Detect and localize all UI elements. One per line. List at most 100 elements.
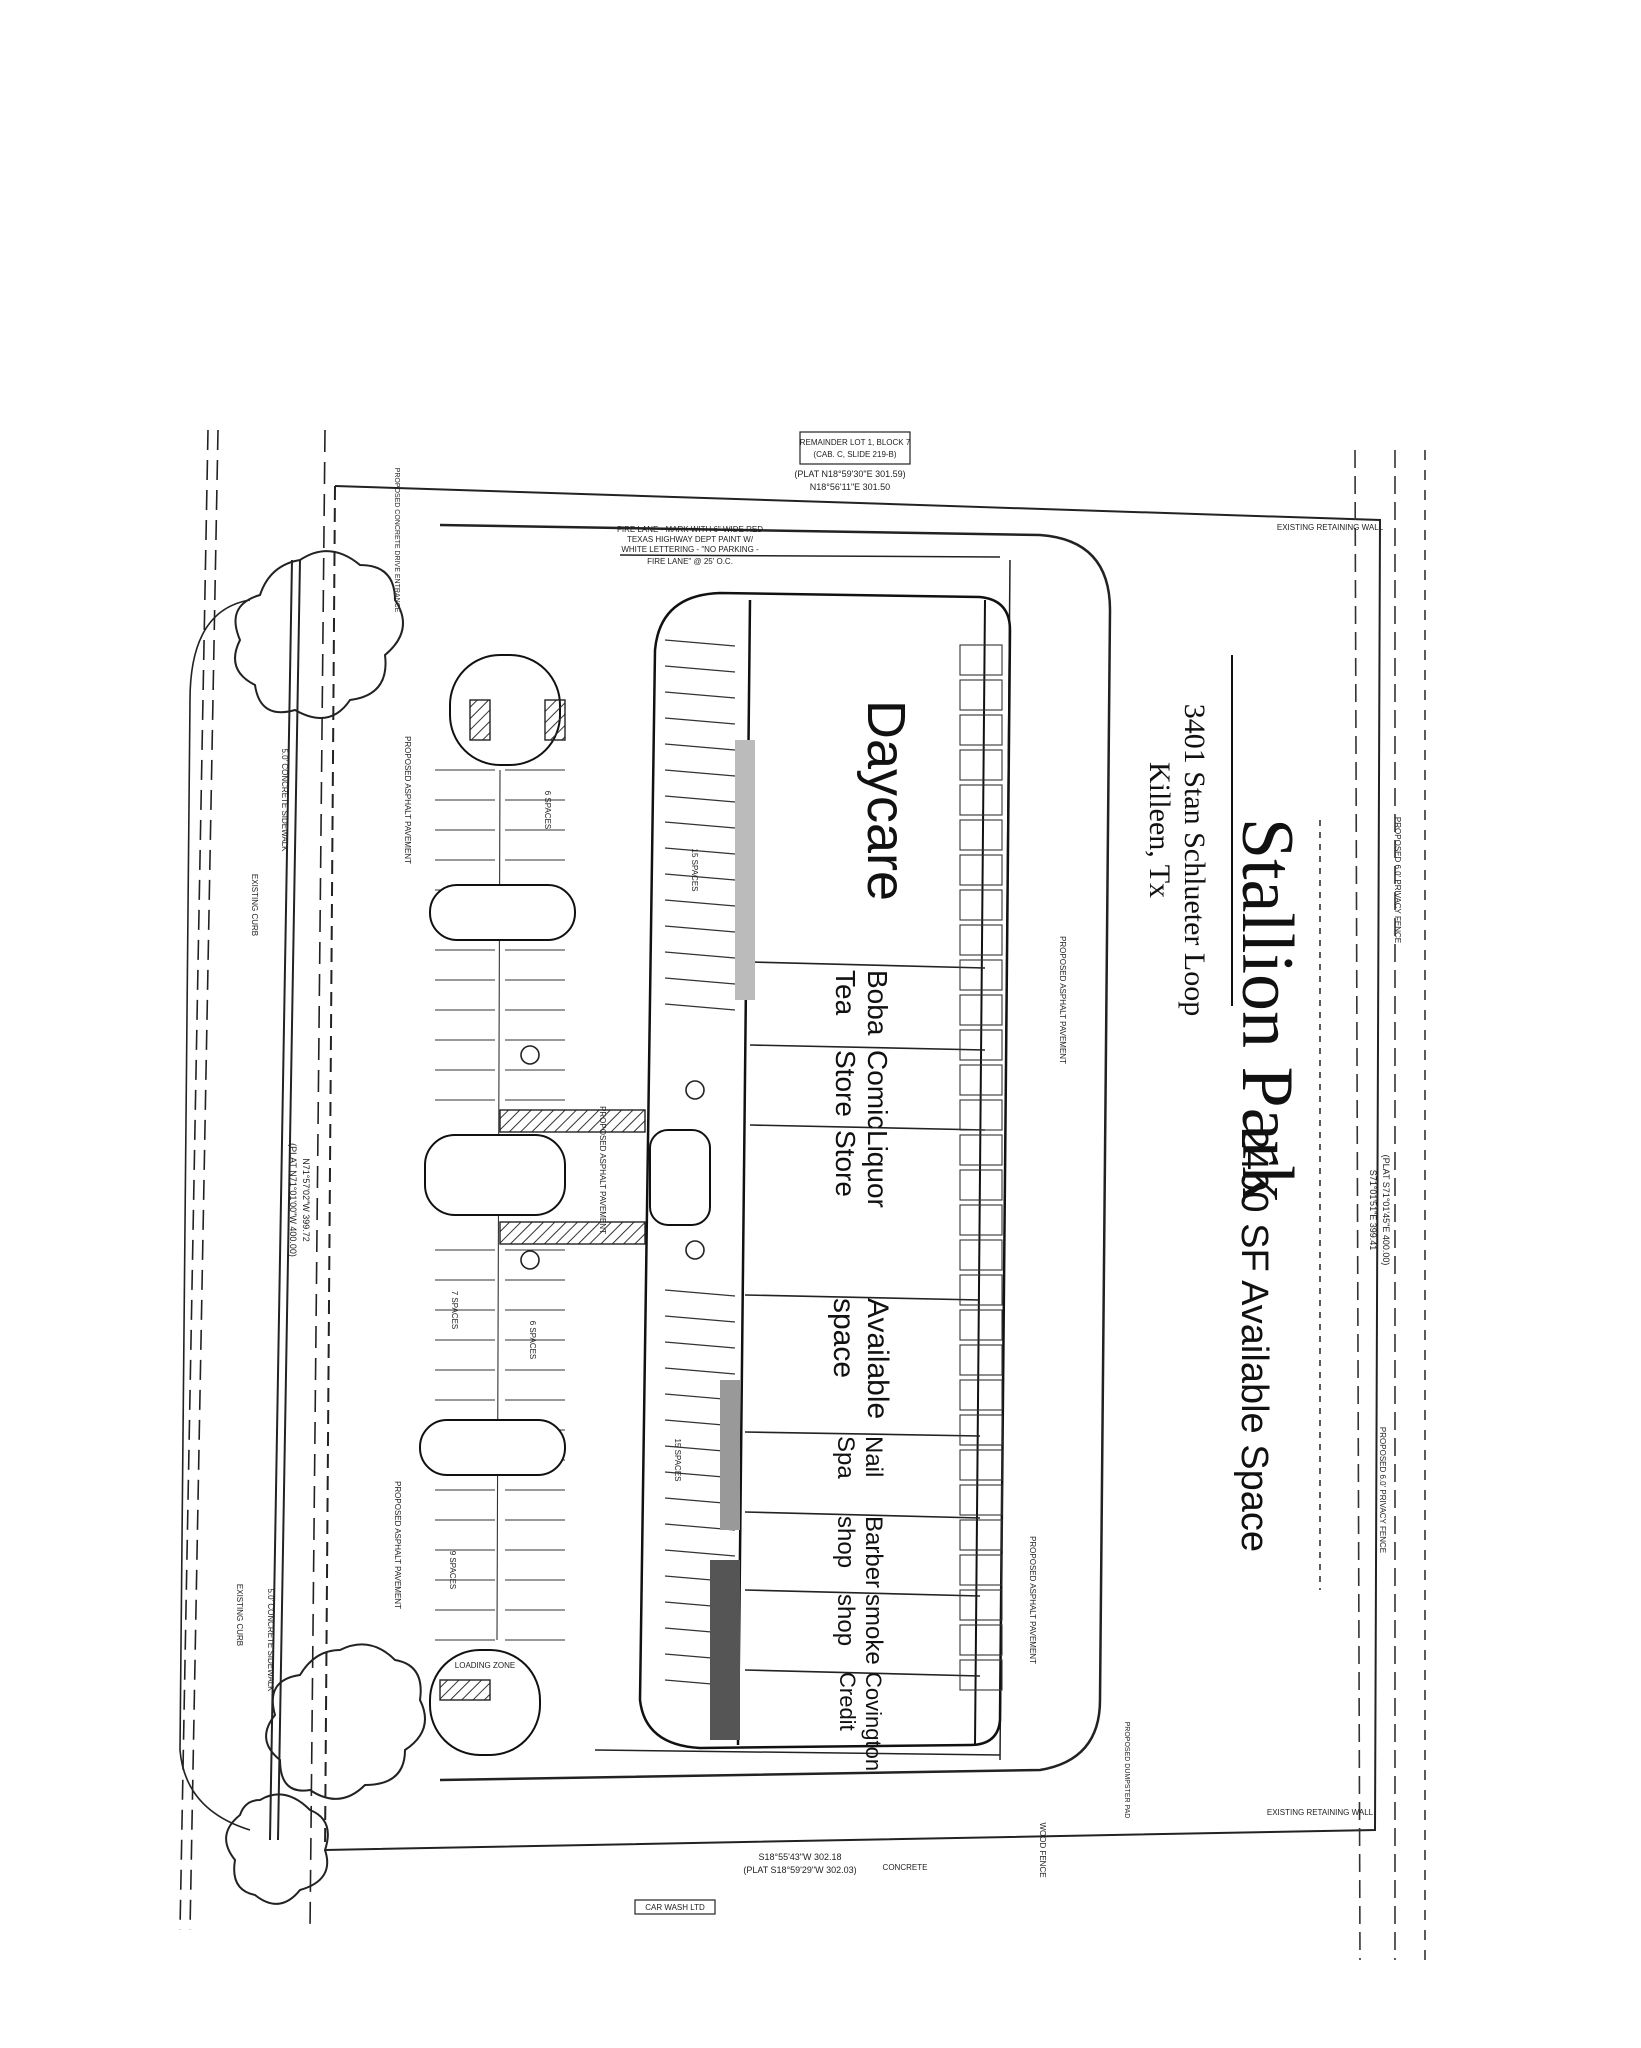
tenant-label-covington: Covington (861, 1672, 886, 1771)
plan-annotations: FIRE LANE - MARK WITH 6" WIDE RED TEXAS … (235, 431, 1402, 1915)
street-lines (179, 429, 326, 1931)
asphalt-label-2: PROPOSED ASPHALT PAVEMENT (393, 1481, 402, 1609)
plat-top-1: (PLAT N18°59'30"E 301.59) (794, 469, 905, 479)
rear-parking-stalls (959, 644, 1003, 1691)
rear-stall (959, 714, 1003, 746)
plat-left-2: (PLAT N71°01'00"W 400.00) (288, 1143, 298, 1257)
title-block: Stallion Park 3401 Stan Schlueter Loop K… (1143, 655, 1308, 1202)
parking-stall-line (664, 639, 736, 647)
tenant-label-available: Available (861, 1298, 894, 1419)
tenant-label-boba: Boba (862, 970, 893, 1036)
rear-stall (959, 1379, 1003, 1411)
car-wash-label: CAR WASH LTD (645, 1903, 705, 1912)
header-box-2: (CAB. C, SLIDE 219-B) (813, 450, 896, 459)
drive-label: PROPOSED CONCRETE DRIVE ENTRANCE (393, 468, 400, 613)
spaces-15-label: 15 SPACES (690, 849, 699, 892)
accessible-parking-symbols (520, 1045, 705, 1270)
asphalt-label-5: PROPOSED ASPHALT PAVEMENT (598, 1106, 607, 1234)
header-box (799, 431, 911, 465)
title-name: Stallion Park (1226, 818, 1308, 1202)
tenant-label-available: space (827, 1298, 860, 1378)
fire-lane-note-4: FIRE LANE" @ 25' O.C. (647, 557, 733, 566)
rear-stall (959, 644, 1003, 676)
front-parking-stalls (664, 639, 736, 1687)
tenant-label-smoke: smoke (860, 1594, 887, 1665)
asphalt-label-1: PROPOSED ASPHALT PAVEMENT (403, 736, 412, 864)
parking-stall-line (664, 1549, 736, 1557)
rear-stall (959, 1484, 1003, 1516)
rear-stall (959, 1029, 1003, 1061)
parking-stall-line (664, 899, 736, 907)
tenant-label-nail: Nail (860, 1436, 887, 1477)
fire-lane-note-1: FIRE LANE - MARK WITH 6" WIDE RED (617, 525, 763, 534)
plat-right-2: S71°01'51"E 399.41 (1368, 1170, 1378, 1251)
rear-stall (959, 1554, 1003, 1586)
rear-stall (959, 1344, 1003, 1376)
building-rear-wall (974, 599, 986, 1746)
privacy-fence-1: PROPOSED 6.0' PRIVACY FENCE (1393, 817, 1402, 943)
rear-stall (959, 889, 1003, 921)
parking-stall-line (664, 847, 736, 855)
rear-stall (959, 1414, 1003, 1446)
rear-stall (959, 1309, 1003, 1341)
plat-left-1: N71°57'02"W 399.72 (301, 1158, 311, 1242)
rear-stall (959, 1239, 1003, 1271)
tenant-label-comic: Comic (862, 1050, 893, 1129)
spaces-7-label: 7 SPACES (450, 1291, 459, 1330)
title-address: 3401 Stan Schlueter Loop (1178, 704, 1211, 1016)
plat-top-2: N18°56'11"E 301.50 (810, 482, 890, 492)
dumpster-label: PROPOSED DUMPSTER PAD (1123, 1722, 1130, 1819)
property-boundary (324, 485, 1382, 1851)
fire-lane-line-top (619, 554, 1001, 558)
existing-curb-top: EXISTING CURB (250, 874, 259, 936)
rear-stall (959, 1169, 1003, 1201)
tenant-label-barber: shop (832, 1516, 859, 1568)
spaces-6b-label: 6 SPACES (528, 1321, 537, 1360)
loading-zone-label: LOADING ZONE (455, 1661, 515, 1670)
outer-drive-curb (439, 523, 1112, 1782)
rear-stall (959, 1204, 1003, 1236)
crosswalks (439, 699, 646, 1701)
tenant-label-boba: Tea (830, 970, 861, 1016)
parking-stall-line (664, 1003, 736, 1011)
rear-stall (959, 924, 1003, 956)
tenant-label-liquor: Liquor (862, 1130, 893, 1208)
unit-dividers (744, 961, 986, 1677)
rear-stall (959, 1064, 1003, 1096)
rear-stall (959, 994, 1003, 1026)
asphalt-label-3: PROPOSED ASPHALT PAVEMENT (1058, 936, 1067, 1064)
rear-stall (959, 1099, 1003, 1131)
parking-stall-line (664, 743, 736, 751)
rear-stall (959, 1589, 1003, 1621)
parking-stall-line (664, 1315, 736, 1323)
availability-notice: 2400 SF Available Space (1233, 1128, 1275, 1552)
tenant-label-liquor: Store (830, 1130, 861, 1197)
rear-stall (959, 749, 1003, 781)
sidewalk-label-top: 5.0' CONCRETE SIDEWALK (280, 748, 289, 852)
rear-stall (959, 959, 1003, 991)
parking-islands (419, 654, 711, 1756)
plat-right-1: (PLAT S71°01'45"E 400.00) (1381, 1155, 1391, 1266)
trees (225, 550, 426, 1905)
car-wash-box (634, 1899, 716, 1915)
parking-stall-line (664, 873, 736, 881)
fire-lane-line-bottom (594, 1749, 1001, 1756)
plat-bottom-1: S18°55'43"W 302.18 (758, 1852, 841, 1862)
parking-stall-line (664, 1341, 736, 1349)
rear-stall (959, 1134, 1003, 1166)
parking-stall-line (664, 691, 736, 699)
title-city: Killeen, Tx (1143, 762, 1176, 898)
asphalt-label-4: PROPOSED ASPHALT PAVEMENT (1028, 1536, 1037, 1664)
building-outline (638, 591, 1012, 1750)
parking-stall-line (664, 951, 736, 959)
rear-stall (959, 679, 1003, 711)
fire-lane-note-2: TEXAS HIGHWAY DEPT PAINT W/ (627, 535, 754, 544)
retaining-wall-2: EXISTING RETAINING WALL (1267, 1808, 1374, 1817)
spaces-6-label: 6 SPACES (543, 791, 552, 830)
right-fence-lines (1319, 449, 1426, 1961)
parking-stall-line (664, 769, 736, 777)
existing-curb-bottom: EXISTING CURB (235, 1584, 244, 1646)
parking-stall-line (664, 977, 736, 985)
parking-stall-line (664, 665, 736, 673)
